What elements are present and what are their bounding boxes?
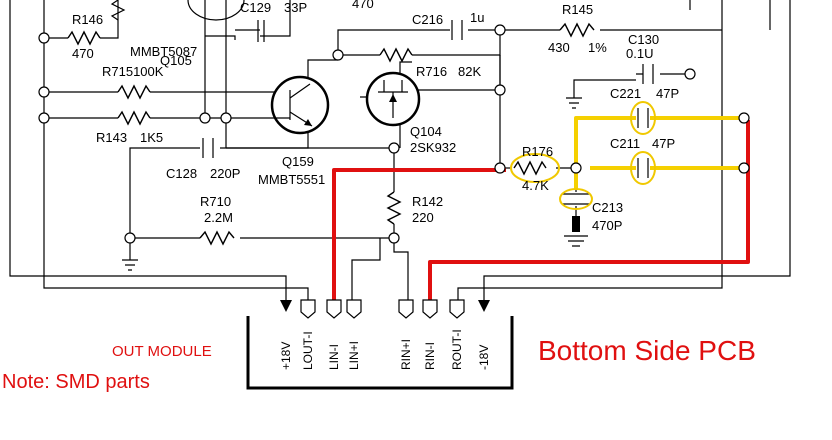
r146-value: 470 (72, 46, 94, 61)
pin-rin-i: RIN-I (423, 342, 437, 370)
r143-ref: R143 (96, 130, 127, 145)
r145-tol: 1% (588, 40, 607, 55)
r142-value: 220 (412, 210, 434, 225)
q104-ref: Q104 (410, 124, 442, 139)
c213-ref: C213 (592, 200, 623, 215)
r716-ref: R716 (416, 64, 447, 79)
c129-value: 33P (284, 0, 307, 15)
pin-rin-plus-i: RIN+I (399, 339, 413, 370)
out-module-label: OUT MODULE (112, 343, 212, 360)
pin-lout-i: LOUT-I (301, 331, 315, 370)
r710-ref: R710 (200, 194, 231, 209)
cap-traces (574, 116, 744, 190)
resistor-r176 (513, 160, 547, 176)
capacitor-c221 (630, 101, 656, 135)
capacitor-c211 (630, 151, 656, 185)
c216-value: 1u (470, 10, 484, 25)
r146-ref: R146 (72, 12, 103, 27)
transistor-q159 (270, 75, 330, 135)
c130-ref: C130 (628, 32, 659, 47)
lin-trace (332, 168, 506, 300)
rin-trace (428, 120, 750, 300)
r142-ref: R142 (412, 194, 443, 209)
transistor-q104 (365, 71, 421, 127)
out-module-connector (246, 299, 514, 390)
c128-ref: C128 (166, 166, 197, 181)
resistor-r146 (67, 30, 101, 46)
pin-rout-i: ROUT-I (450, 329, 464, 370)
c130-value: 0.1U (626, 46, 653, 61)
pin-lin-i: LIN-I (327, 344, 341, 370)
c211-ref: C211 (610, 136, 640, 151)
r145-ref: R145 (562, 2, 593, 17)
pin-plus18v: +18V (279, 342, 293, 370)
resistor-top (110, 0, 126, 21)
c128-value: 220P (210, 166, 240, 181)
r176-value: 4.7K (522, 178, 549, 193)
pin-minus18v: -18V (477, 345, 491, 370)
transistor-q105 (187, 0, 245, 21)
resistor-r715 (117, 84, 151, 100)
r176-highlight-ring (510, 153, 560, 183)
pin-lin-plus-i: LIN+I (347, 341, 361, 370)
top-wires (44, 0, 722, 300)
bottom-side-pcb-title: Bottom Side PCB (538, 335, 756, 366)
connector-pin-labels: +18V LOUT-I LIN-I LIN+I RIN+I RIN-I ROUT… (279, 329, 491, 370)
r710-value: 2.2M (204, 210, 233, 225)
q159-part: MMBT5551 (258, 172, 325, 187)
r143-value: 1K5 (140, 130, 163, 145)
c221-value: 47P (656, 86, 679, 101)
component-labels: R146 470 Q105 MMBT5087 C129 33P 470 C216… (72, 0, 679, 233)
r716-value: 82K (458, 64, 481, 79)
note-smd-parts: Note: SMD parts (2, 371, 150, 393)
c221-ref: C221 (610, 86, 641, 101)
c129-ref: C129 (240, 0, 271, 15)
junction-nodes (38, 24, 750, 244)
c211-value: 47P (652, 136, 675, 151)
capacitor-c130 (636, 64, 654, 84)
capacitor-c128 (202, 138, 214, 158)
q159-ref: Q159 (282, 154, 314, 169)
ground-c213 (564, 216, 588, 247)
c216-ref: C216 (412, 12, 443, 27)
resistor-r142 (386, 191, 402, 225)
frame-wires (9, 0, 791, 300)
capacitor-c129 (257, 20, 265, 42)
capacitor-c216 (451, 20, 463, 40)
r145-value: 430 (548, 40, 570, 55)
q105-part: MMBT5087 (130, 44, 197, 59)
resistor-r143 (117, 110, 151, 126)
top-value: 470 (352, 0, 374, 11)
capacitor-c213 (559, 188, 593, 216)
r176-ref: R176 (522, 144, 553, 159)
c213-value: 470P (592, 218, 622, 233)
resistor-r716 (379, 47, 413, 63)
q105-ref: Q105 (160, 53, 192, 68)
resistor-r710 (199, 230, 235, 246)
q104-part: 2SK932 (410, 140, 456, 155)
resistor-r145 (559, 22, 595, 38)
r715-label: R715100K (102, 64, 164, 79)
